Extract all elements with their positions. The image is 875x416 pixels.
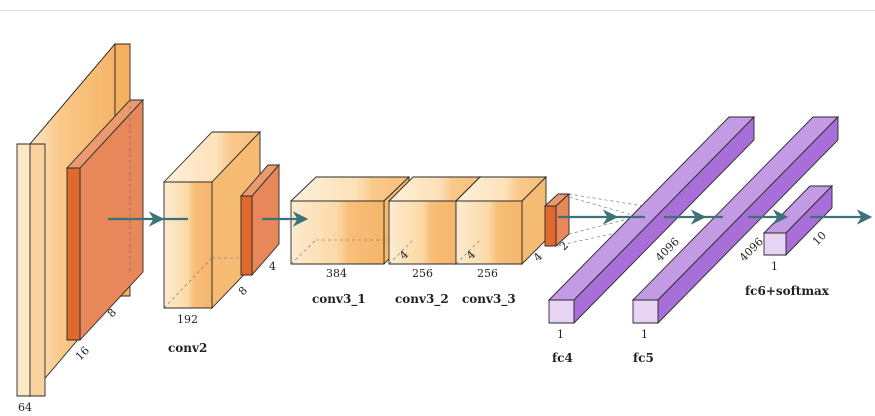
projection-line-3 bbox=[568, 217, 633, 235]
fc6-width-label: 1 bbox=[771, 260, 778, 273]
pool1-size-label: 8 bbox=[105, 306, 119, 320]
projection-line-2 bbox=[557, 193, 644, 219]
pool3-front-face bbox=[544, 205, 557, 247]
pool1-block bbox=[65, 98, 145, 342]
pool3-depth-label: 4 bbox=[531, 250, 545, 264]
conv3-2-width-label: 256 bbox=[412, 267, 433, 280]
conv1-height-label: 16 bbox=[73, 344, 92, 363]
conv3-3-width-label: 256 bbox=[477, 267, 498, 280]
fc5-front-face bbox=[632, 299, 659, 324]
projection-line-4 bbox=[555, 229, 631, 247]
pool3-block bbox=[543, 192, 571, 248]
fc4-front-face bbox=[548, 299, 575, 324]
flow-arrows bbox=[108, 209, 873, 227]
fc5-length-label: 4096 bbox=[737, 235, 766, 264]
fc6-front-face bbox=[763, 232, 787, 256]
pool2-depth-label: 4 bbox=[269, 260, 276, 273]
fc4-block bbox=[547, 115, 756, 325]
conv1-depth-label: 64 bbox=[18, 401, 32, 414]
fc4-width-label: 1 bbox=[557, 328, 564, 341]
pool3-to-fc4-projection bbox=[555, 193, 644, 247]
pool2-front-face bbox=[240, 195, 253, 276]
fc4-label: fc4 bbox=[552, 351, 573, 365]
conv3-3-label: conv3_3 bbox=[462, 292, 516, 307]
fc5-block bbox=[631, 115, 840, 325]
conv3-2-label: conv3_2 bbox=[395, 292, 449, 307]
conv3-1-width-label: 384 bbox=[326, 267, 347, 280]
conv1-front-face bbox=[16, 143, 31, 397]
conv2-width-label: 192 bbox=[177, 313, 198, 326]
fc6-label: fc6+softmax bbox=[745, 284, 830, 298]
conv3-1-front-face bbox=[290, 200, 385, 265]
projection-line-1 bbox=[568, 193, 644, 207]
conv2-label: conv2 bbox=[168, 341, 207, 355]
pool3-size-label: 2 bbox=[557, 239, 571, 253]
fc6-length-label: 10 bbox=[810, 229, 829, 248]
top-divider bbox=[0, 10, 875, 11]
conv2-front-face bbox=[163, 181, 213, 309]
conv1-front-strip bbox=[29, 143, 46, 397]
conv3-3-front-face bbox=[455, 200, 523, 265]
conv3-1-label: conv3_1 bbox=[312, 292, 366, 307]
pool1-front-face bbox=[66, 167, 81, 341]
pool2-height-label: 8 bbox=[236, 284, 250, 298]
conv3-3-block bbox=[454, 175, 548, 266]
fc5-label: fc5 bbox=[633, 351, 654, 365]
fc5-width-label: 1 bbox=[641, 328, 648, 341]
